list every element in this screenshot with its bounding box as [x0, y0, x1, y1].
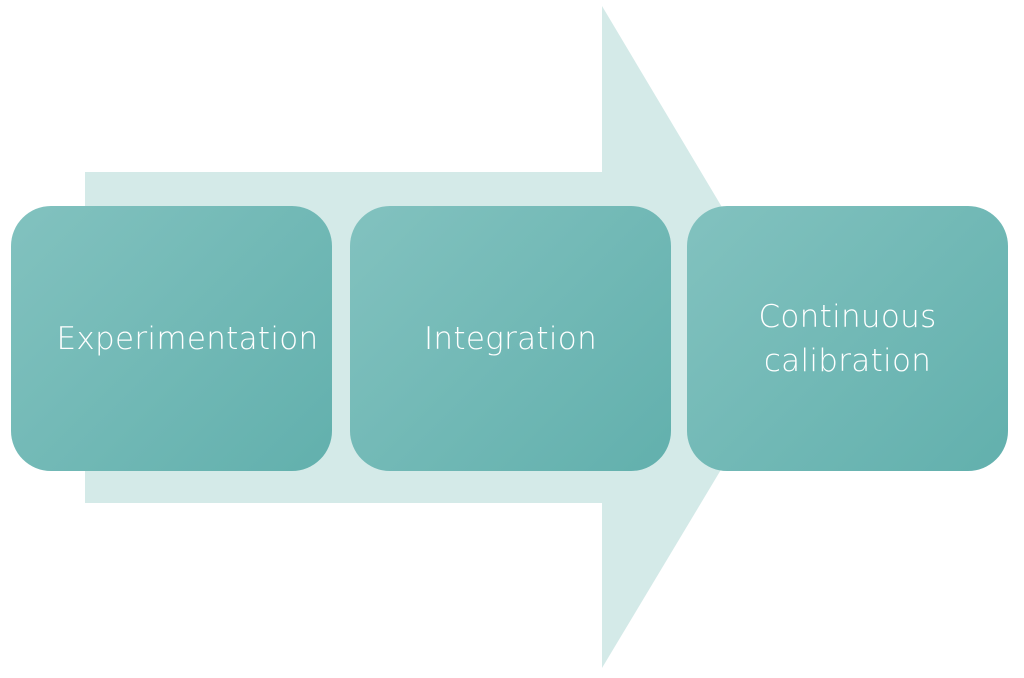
step-label: Continuous calibration	[758, 298, 937, 379]
step-box-continuous-calibration: Continuous calibration	[687, 206, 1008, 471]
step-label: Integration	[423, 320, 598, 357]
step-box-integration: Integration	[350, 206, 671, 471]
step-box-experimentation: Experimentation	[11, 206, 332, 471]
step-label: Experimentation	[56, 320, 319, 357]
